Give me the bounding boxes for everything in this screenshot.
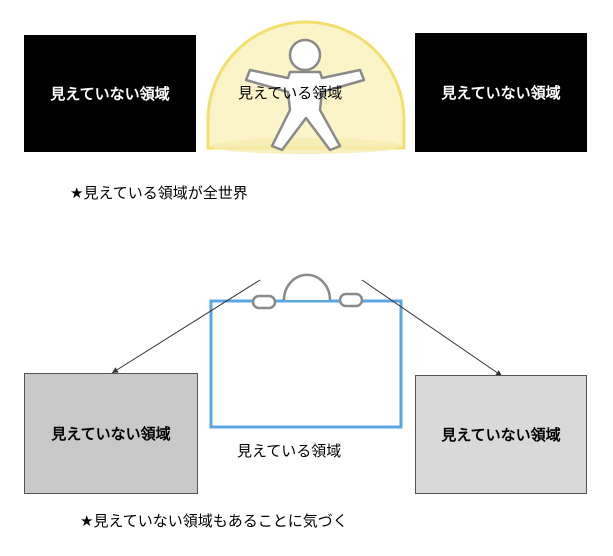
person-figure-top [244,38,366,152]
visible-area-label-bottom: 見えている領域 [237,442,342,460]
caption-top: ★見えている領域が全世界 [70,184,248,202]
hidden-area-box-bottom-right: 見えていない領域 [415,375,587,494]
hidden-area-box-bottom-left: 見えていない領域 [24,373,198,494]
caption-bottom: ★見えていない領域もあることに気づく [80,512,348,530]
whiteboard [209,299,403,429]
visible-area-label-top: 見えている領域 [238,84,343,102]
hidden-area-box-top-left: 見えていない領域 [24,35,196,152]
arrow-right [361,279,503,377]
hidden-area-box-top-right: 見えていない領域 [415,33,587,152]
arrow-left [111,279,261,374]
person-figure-bottom [251,273,364,310]
